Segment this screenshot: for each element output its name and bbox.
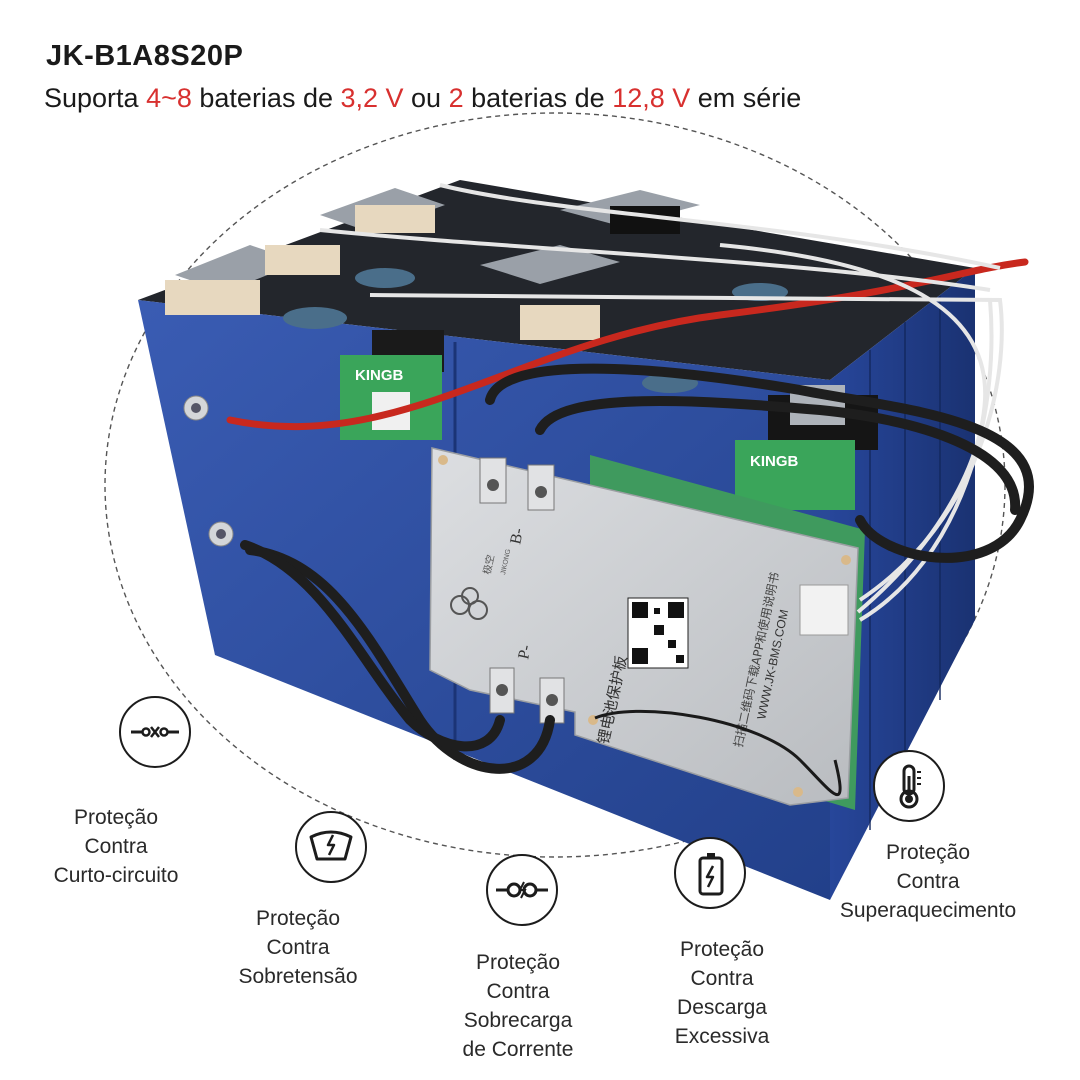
board-qr-code <box>627 597 689 669</box>
cell-terminals <box>165 188 878 450</box>
product-title: JK-B1A8S20P <box>46 40 244 72</box>
board-logo-icon <box>450 587 488 620</box>
overvoltage-gauge-icon <box>295 811 367 883</box>
svg-text:KINGB: KINGB <box>750 453 799 470</box>
battery-top <box>138 180 975 380</box>
balance-wires <box>319 183 1004 622</box>
short-circuit-icon <box>119 696 191 768</box>
black-wires <box>240 363 1034 774</box>
board-label-b: B- <box>507 527 527 546</box>
temperature-sensor-wire <box>594 709 842 797</box>
board-connector <box>799 584 849 636</box>
cell-label-left: KINGB <box>340 355 442 440</box>
battery-discharge-icon <box>674 837 746 909</box>
board-brand: 极空 <box>480 553 497 575</box>
board-label-p: P- <box>515 643 535 660</box>
board-busbars <box>479 457 565 724</box>
product-subtitle: Suporta 4~8 baterias de 3,2 V ou 2 bater… <box>44 83 802 113</box>
front-terminals <box>183 395 234 547</box>
svg-text:KINGB: KINGB <box>355 367 404 384</box>
cell-label-right: KINGB <box>735 440 855 510</box>
thermometer-icon <box>873 750 945 822</box>
red-wire <box>226 258 1029 431</box>
overcurrent-fuse-icon <box>486 854 558 926</box>
